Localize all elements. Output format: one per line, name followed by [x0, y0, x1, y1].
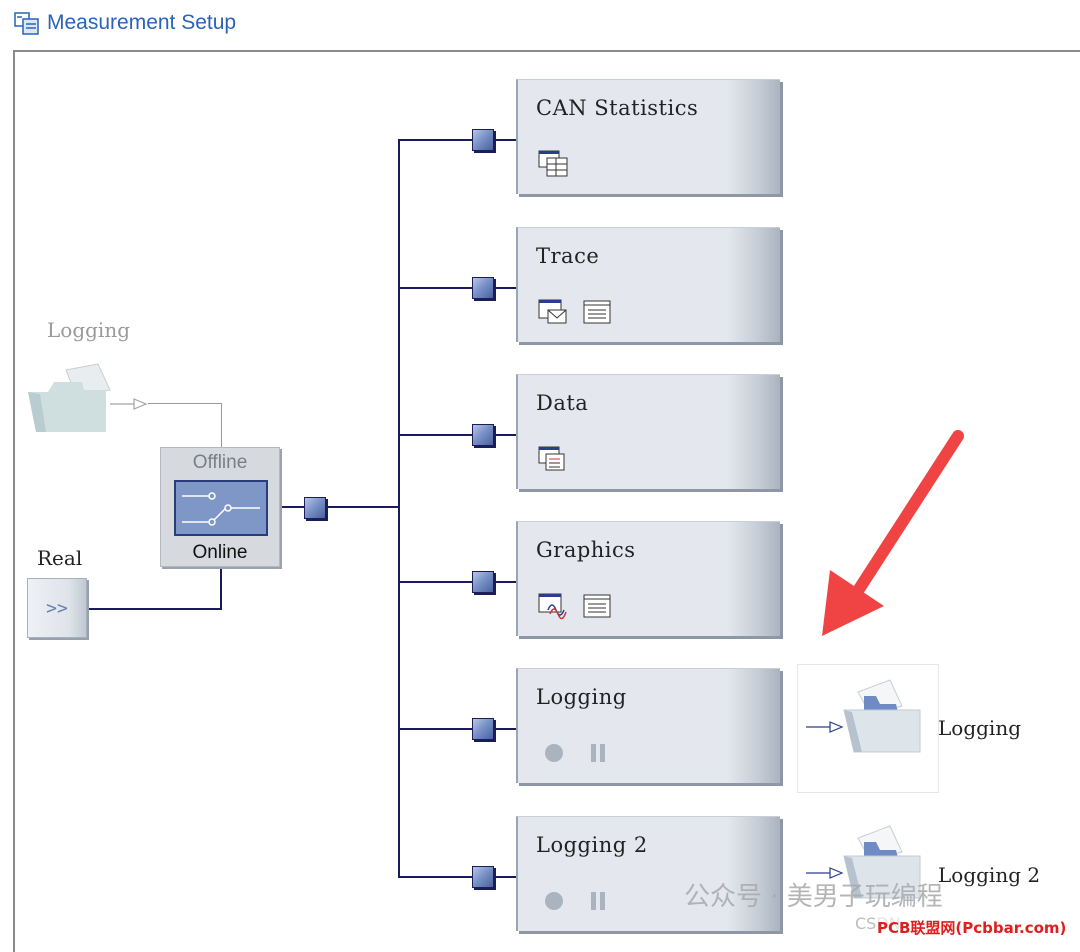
wire — [398, 876, 474, 878]
block-logging-2[interactable]: Logging 2 — [516, 816, 780, 931]
wire — [398, 287, 474, 289]
config-list-icon[interactable] — [582, 296, 612, 326]
wire — [494, 287, 516, 289]
log-folder-icon[interactable] — [840, 824, 926, 900]
wire — [220, 565, 222, 610]
log-folder-icon[interactable] — [840, 678, 926, 754]
wire — [148, 403, 222, 404]
wire — [398, 581, 474, 583]
switch-offline-label: Offline — [192, 452, 248, 473]
connector-node[interactable] — [472, 424, 494, 446]
block-logging[interactable]: Logging — [516, 668, 780, 783]
block-label: Graphics — [536, 538, 636, 562]
block-label: Trace — [536, 244, 600, 268]
wire — [494, 139, 516, 141]
block-label: Logging 2 — [536, 833, 648, 857]
connector-node[interactable] — [472, 718, 494, 740]
block-label: CAN Statistics — [536, 96, 699, 120]
output-logging-2-label: Logging 2 — [938, 863, 1041, 887]
watermark-text: 公众号 · 美男子玩编程 — [684, 882, 943, 912]
wire — [398, 139, 474, 141]
wire — [280, 506, 304, 508]
wire — [398, 728, 474, 730]
record-icon[interactable] — [544, 743, 564, 763]
data-window-icon[interactable] — [538, 443, 568, 473]
block-label: Logging — [536, 685, 627, 709]
connector-node[interactable] — [472, 129, 494, 151]
block-data[interactable]: Data — [516, 374, 780, 489]
wire — [494, 581, 516, 583]
pause-icon[interactable] — [588, 891, 608, 911]
connector-node[interactable] — [472, 571, 494, 593]
connector-node[interactable] — [472, 866, 494, 888]
wire — [494, 876, 516, 878]
wire — [398, 434, 474, 436]
wire — [494, 728, 516, 730]
graphics-window-icon[interactable] — [538, 590, 568, 620]
offline-logging-label: Logging — [47, 318, 131, 342]
measurement-setup-icon — [14, 12, 39, 35]
connector-node[interactable] — [472, 277, 494, 299]
trace-window-icon[interactable] — [538, 296, 568, 326]
wire — [494, 434, 516, 436]
arrow-right-icon — [806, 721, 844, 733]
real-source-button[interactable]: >> — [27, 578, 87, 638]
red-arrow-icon — [822, 430, 964, 636]
arrow-right-icon — [110, 398, 148, 410]
wire — [87, 608, 222, 610]
block-label: Data — [536, 391, 589, 415]
wire — [326, 506, 399, 508]
arrow-right-icon — [806, 867, 844, 879]
offline-logging-folder-icon[interactable] — [26, 362, 116, 434]
title-bar: Measurement Setup — [0, 0, 1080, 50]
site-watermark: PCB联盟网(Pcbbar.com) — [877, 917, 1067, 938]
switch-icon[interactable] — [174, 480, 268, 536]
block-can-statistics[interactable]: CAN Statistics — [516, 79, 780, 194]
config-list-icon[interactable] — [582, 590, 612, 620]
block-trace[interactable]: Trace — [516, 227, 780, 342]
pause-icon[interactable] — [588, 743, 608, 763]
output-logging-label: Logging — [938, 716, 1022, 740]
record-icon[interactable] — [544, 891, 564, 911]
real-label: Real — [37, 546, 83, 570]
online-offline-switch[interactable]: Offline Online — [160, 447, 280, 567]
window-title: Measurement Setup — [47, 11, 237, 34]
block-graphics[interactable]: Graphics — [516, 521, 780, 636]
bus-line — [398, 139, 400, 876]
connector-node[interactable] — [304, 497, 326, 519]
switch-online-label: Online — [192, 542, 248, 563]
statistics-table-icon[interactable] — [538, 148, 568, 178]
wire — [221, 403, 222, 447]
